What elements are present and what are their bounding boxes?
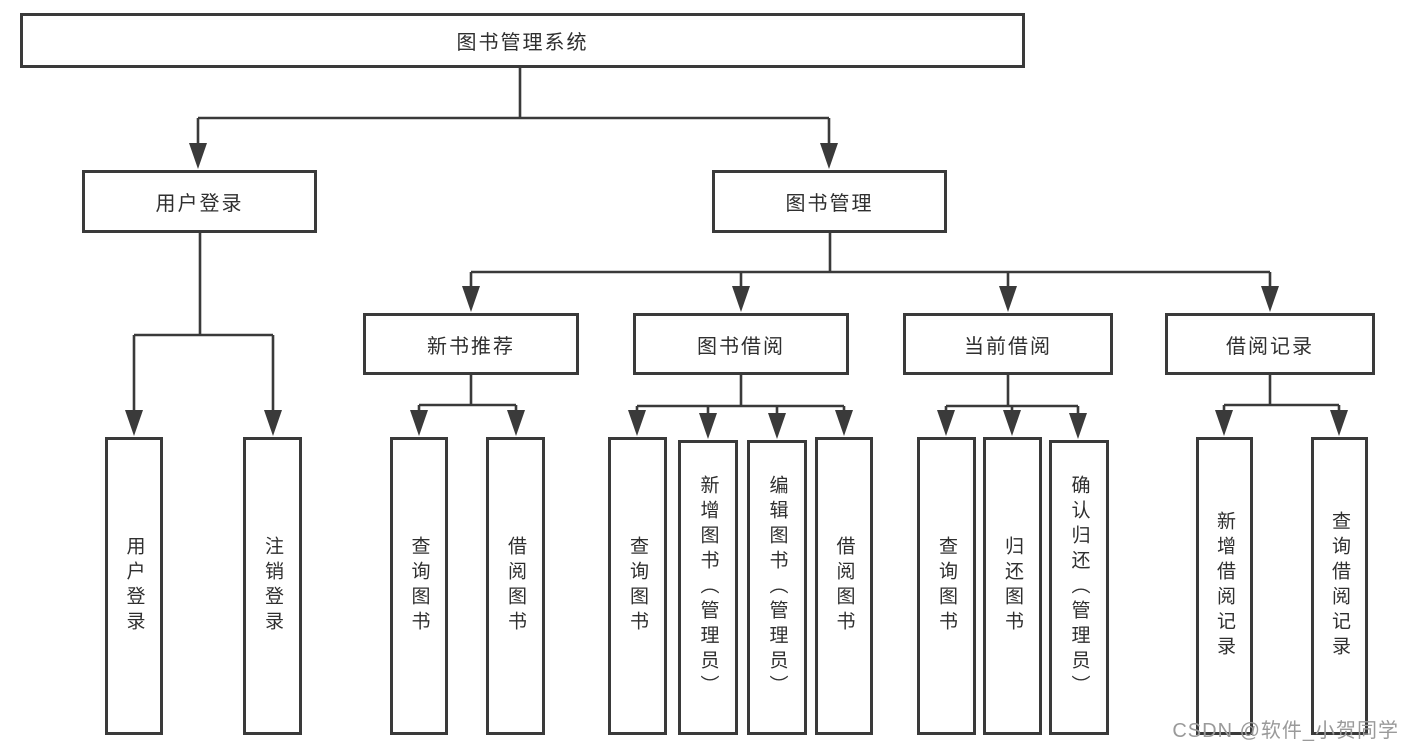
leaf-record-query-record-label: 查询借阅记录 [1329,511,1350,661]
leaf-borrow-add-book-admin-label: 新增图书（管理员） [697,475,719,700]
leaf-current-query-book-label: 查询图书 [936,536,957,636]
leaf-logout-label: 注销登录 [262,536,283,636]
leaf-recommend-borrow-book: 借阅图书 [486,437,545,735]
leaf-recommend-query-book-label: 查询图书 [408,536,430,636]
node-borrow-record-label: 借阅记录 [1226,335,1314,358]
leaf-recommend-query-book: 查询图书 [390,437,448,735]
leaf-user-login-label: 用户登录 [123,536,145,636]
leaf-borrow-edit-book-admin: 编辑图书（管理员） [747,440,807,735]
leaf-current-return-book-label: 归还图书 [1002,536,1023,636]
leaf-borrow-query-book: 查询图书 [608,437,667,735]
leaf-record-add-record-label: 新增借阅记录 [1214,511,1235,661]
node-book-management-label: 图书管理 [785,193,874,215]
node-root-label: 图书管理系统 [456,32,589,54]
node-current-borrow: 当前借阅 [903,313,1113,375]
leaf-current-return-book: 归还图书 [983,437,1042,735]
leaf-recommend-borrow-book-label: 借阅图书 [505,536,526,636]
node-root: 图书管理系统 [20,13,1025,68]
leaf-borrow-add-book-admin: 新增图书（管理员） [678,440,738,735]
leaf-logout: 注销登录 [243,437,302,735]
node-current-borrow-label: 当前借阅 [964,335,1052,358]
leaf-borrow-query-book-label: 查询图书 [627,536,648,636]
node-book-borrow: 图书借阅 [633,313,849,375]
leaf-current-confirm-return-admin: 确认归还（管理员） [1049,440,1109,735]
leaf-current-confirm-return-admin-label: 确认归还（管理员） [1068,475,1090,700]
node-borrow-record: 借阅记录 [1165,313,1375,375]
leaf-current-query-book: 查询图书 [917,437,976,735]
leaf-record-add-record: 新增借阅记录 [1196,437,1253,735]
leaf-borrow-edit-book-admin-label: 编辑图书（管理员） [766,475,788,700]
leaf-record-query-record: 查询借阅记录 [1311,437,1368,735]
leaf-borrow-borrow-book: 借阅图书 [815,437,873,735]
node-new-book-recommend: 新书推荐 [363,313,579,375]
node-book-borrow-label: 图书借阅 [697,335,785,358]
csdn-watermark: CSDN @软件_小贺同学 [1172,720,1399,742]
leaf-user-login: 用户登录 [105,437,163,735]
node-user-login-label: 用户登录 [155,193,244,215]
node-book-management: 图书管理 [712,170,947,233]
leaf-borrow-borrow-book-label: 借阅图书 [833,536,855,636]
node-new-book-recommend-label: 新书推荐 [427,335,515,358]
node-user-login: 用户登录 [82,170,317,233]
